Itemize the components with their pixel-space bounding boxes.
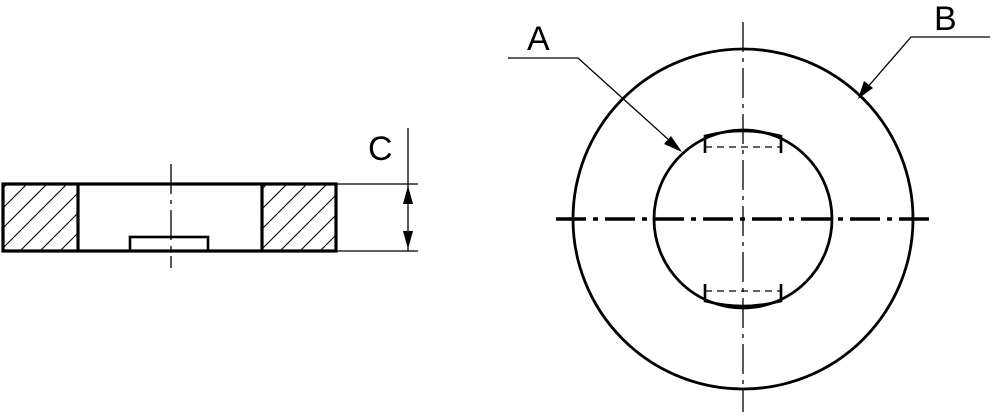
front-view: A B (508, 0, 990, 412)
hatch-left (3, 184, 78, 251)
dimension-c: C (336, 128, 418, 252)
leader-b-arrow (858, 81, 873, 99)
leader-a-line (508, 57, 681, 151)
leader-b-line (859, 36, 990, 97)
label-b: B (934, 0, 957, 38)
leader-a-arrow (664, 136, 682, 152)
label-c: C (368, 130, 393, 168)
keyway-top (703, 129, 783, 153)
arrow-head-top (403, 186, 413, 204)
hatch-right (262, 184, 336, 251)
arrow-head-bottom (403, 231, 413, 249)
keyway-slot (128, 235, 210, 253)
section-view: C (1, 128, 418, 268)
label-a: A (527, 20, 550, 58)
keyway-bottom (703, 284, 783, 308)
leader-a: A (508, 20, 682, 152)
leader-b: B (858, 0, 990, 99)
